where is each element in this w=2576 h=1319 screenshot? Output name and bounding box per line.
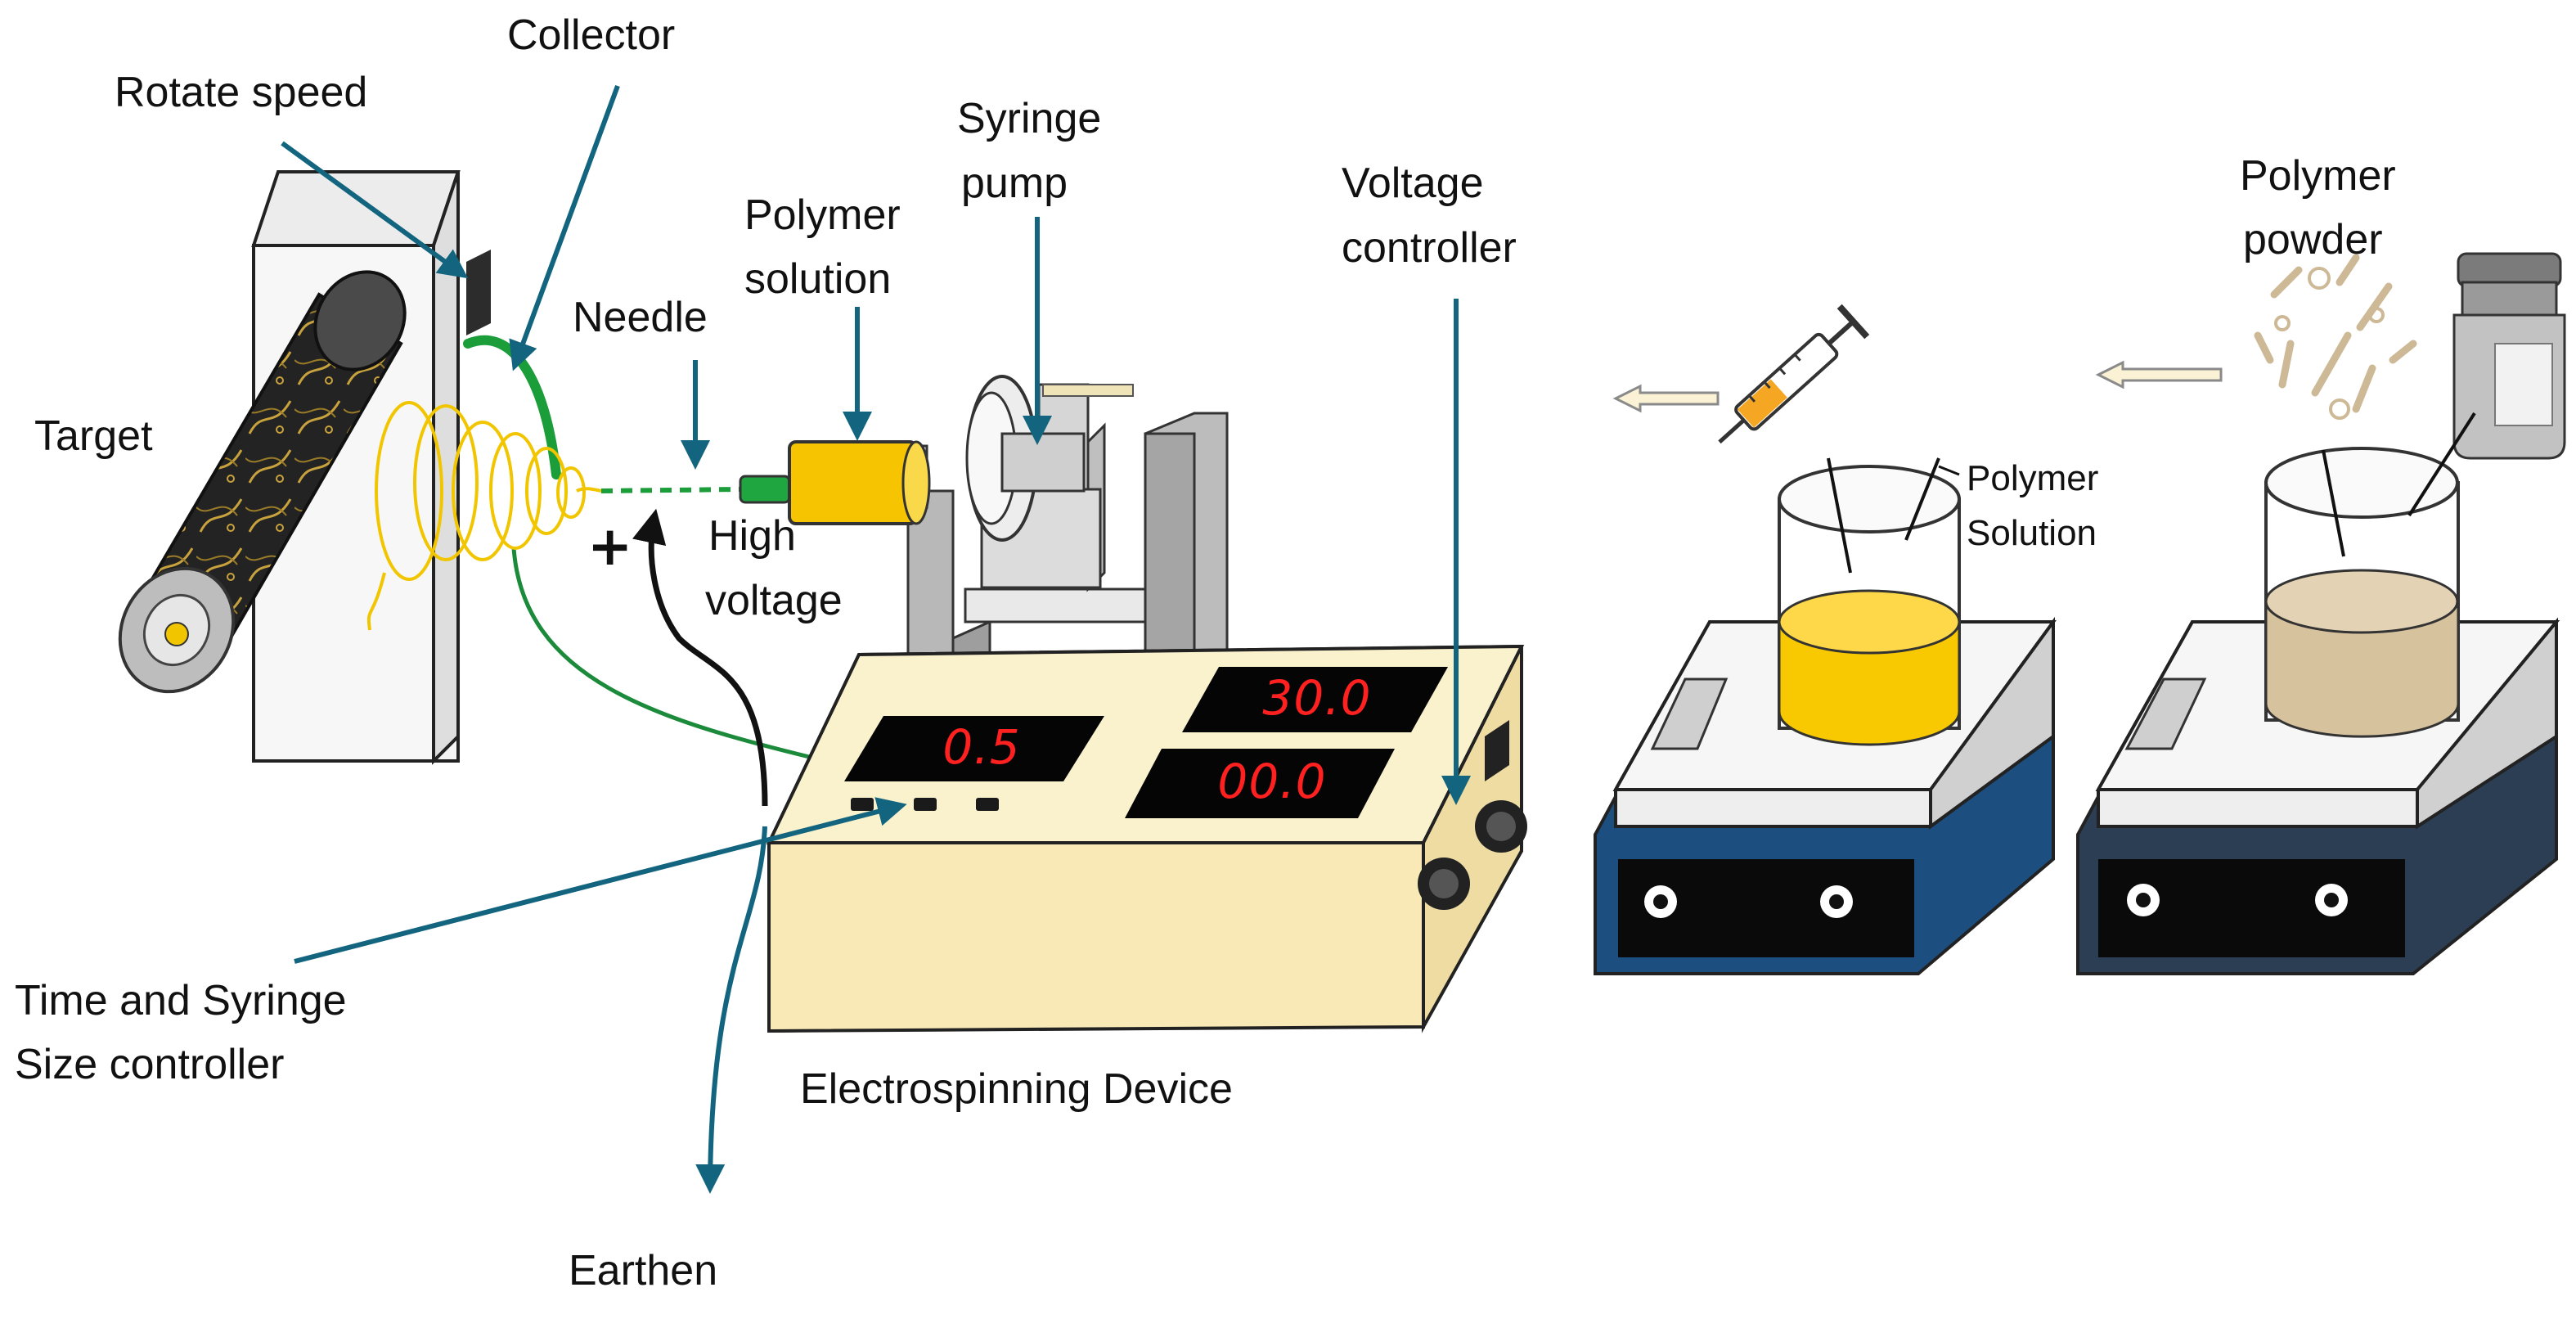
label-needle: Needle <box>573 294 708 341</box>
collector-clip <box>463 335 561 479</box>
label-time-syringe-1: Time and Syringe <box>15 977 347 1024</box>
beaker-label-leader <box>1938 465 1960 476</box>
label-device: Electrospinning Device <box>800 1065 1233 1113</box>
display-left-bg <box>844 716 1104 781</box>
syringe-barrel <box>788 440 931 525</box>
display-left: 0.5 <box>942 719 1021 775</box>
powder-vial <box>2407 252 2566 517</box>
high-voltage-cable <box>632 508 768 807</box>
jet-line <box>600 487 741 493</box>
beaker-tan <box>2264 447 2460 738</box>
process-arrow-2 <box>2095 360 2223 389</box>
syringe-icon <box>1718 304 1870 444</box>
polymer-powder-particles <box>2254 254 2417 420</box>
fiber-jet-spiral <box>366 401 602 631</box>
label-polymer-powder-1: Polymer <box>2240 152 2396 200</box>
arrow-collector <box>509 84 620 371</box>
label-beaker-solution-2: Solution <box>1967 513 2097 553</box>
display-bottom-right: 00.0 <box>1217 754 1327 809</box>
arrow-earthen <box>695 826 767 1194</box>
label-voltage-controller-1: Voltage <box>1342 160 1484 207</box>
display-bottom-right-bg <box>1125 749 1395 818</box>
display-top-right-bg <box>1182 667 1448 732</box>
label-polymer-solution-1: Polymer <box>744 191 901 239</box>
beaker-yellow <box>1778 457 1961 746</box>
label-high-voltage-1: High <box>708 512 796 560</box>
label-earthen: Earthen <box>569 1247 718 1294</box>
label-polymer-solution-2: solution <box>744 255 892 303</box>
label-rotate-speed: Rotate speed <box>115 69 368 116</box>
power-switch <box>1485 720 1509 781</box>
label-high-voltage-2: voltage <box>705 577 843 624</box>
label-collector: Collector <box>507 11 676 59</box>
rotate-speed-knob <box>466 250 491 335</box>
label-syringe-pump-1: Syringe <box>957 95 1102 142</box>
syringe-pump <box>902 375 1229 693</box>
target-drum <box>118 270 407 694</box>
display-top-right: 30.0 <box>1262 670 1372 726</box>
arrow-time-syringe <box>294 797 907 964</box>
label-plus: + <box>587 515 633 578</box>
label-voltage-controller-2: controller <box>1342 224 1517 272</box>
needle-hub <box>739 475 791 504</box>
label-polymer-powder-2: powder <box>2243 216 2383 263</box>
arrow-rotate-speed <box>281 141 469 279</box>
label-beaker-solution-1: Polymer <box>1967 458 2099 498</box>
process-arrow-1 <box>1612 384 1720 413</box>
label-syringe-pump-2: pump <box>961 160 1068 207</box>
label-target: Target <box>34 412 153 460</box>
label-time-syringe-2: Size controller <box>15 1041 285 1088</box>
